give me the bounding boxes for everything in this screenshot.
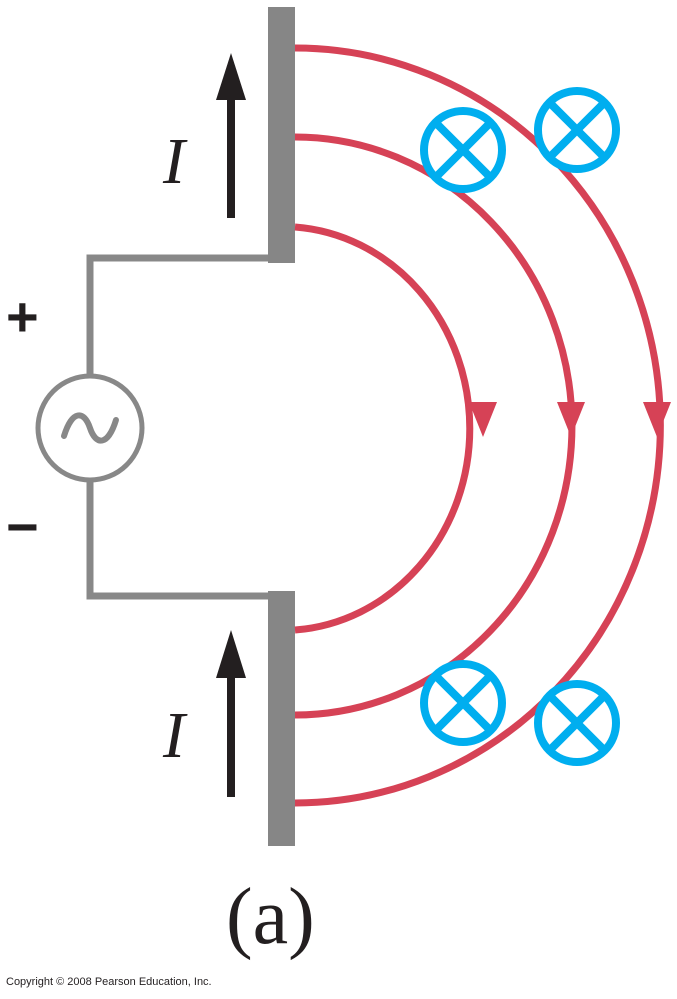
arrow-down-icon (557, 402, 585, 437)
arrow-down-icon (469, 402, 497, 437)
bottom-wire (86, 482, 270, 600)
field-line-middle (294, 133, 576, 719)
arrow-up-icon (216, 630, 246, 678)
arrow-up-icon (216, 53, 246, 100)
antenna-bottom-rod (268, 591, 295, 846)
antenna-top-rod (268, 7, 295, 263)
current-label-top: I (162, 125, 188, 198)
top-wire (86, 254, 270, 378)
copyright-notice: Copyright © 2008 Pearson Education, Inc. (6, 976, 212, 988)
circuit-wires (86, 254, 270, 600)
field-arrowheads (469, 402, 671, 437)
current-label-bottom: I (162, 699, 188, 772)
arrow-down-icon (643, 402, 671, 437)
plus-sign: + (6, 285, 39, 348)
ac-source (35, 373, 145, 483)
circle-cross-icon (534, 680, 620, 766)
figure-caption: (a) (226, 873, 315, 961)
sine-wave-icon (61, 412, 119, 444)
magnetic-field-markers (420, 87, 620, 766)
field-line-inner (294, 223, 474, 634)
current-arrow-bottom (216, 630, 246, 797)
circle-cross-icon (420, 660, 506, 746)
circle-cross-icon (534, 87, 620, 173)
minus-sign: − (6, 495, 39, 558)
circle-cross-icon (420, 107, 506, 193)
current-arrow-top (216, 53, 246, 218)
